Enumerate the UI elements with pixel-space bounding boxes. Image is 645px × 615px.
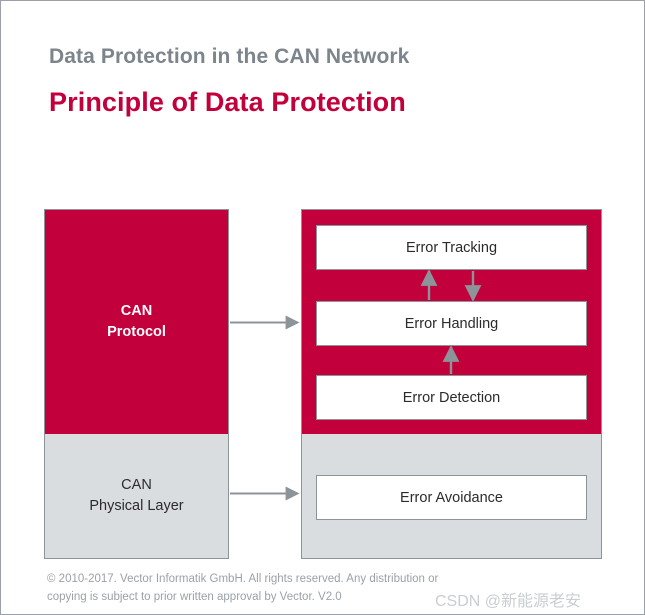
can-protocol-block: CAN Protocol [45, 210, 228, 434]
error-detection-box: Error Detection [316, 375, 587, 420]
copyright-line-2: copying is subject to prior written appr… [47, 590, 342, 603]
physical-mechanisms-block: Error Avoidance [302, 434, 601, 558]
copyright-line-1: © 2010-2017. Vector Informatik GmbH. All… [47, 573, 439, 585]
error-avoidance-box: Error Avoidance [316, 475, 587, 520]
slide-title: Principle of Data Protection [49, 87, 406, 117]
copyright-footer: © 2010-2017. Vector Informatik GmbH. All… [47, 571, 577, 607]
error-handling-box: Error Handling [316, 301, 587, 346]
slide-subtitle: Data Protection in the CAN Network [49, 45, 410, 68]
can-protocol-label: CAN Protocol [107, 303, 166, 340]
protocol-mechanisms-block: Error Tracking Error Handling Error Dete… [302, 210, 601, 434]
error-mechanism-stack: Error Tracking Error Handling Error Dete… [301, 209, 602, 559]
can-physical-layer-label: CAN Physical Layer [89, 477, 184, 514]
error-tracking-box: Error Tracking [316, 225, 587, 270]
can-layer-stack: CAN Protocol CAN Physical Layer [44, 209, 229, 559]
csdn-watermark: CSDN @新能源老安 [435, 593, 582, 610]
can-physical-layer-block: CAN Physical Layer [45, 434, 228, 558]
